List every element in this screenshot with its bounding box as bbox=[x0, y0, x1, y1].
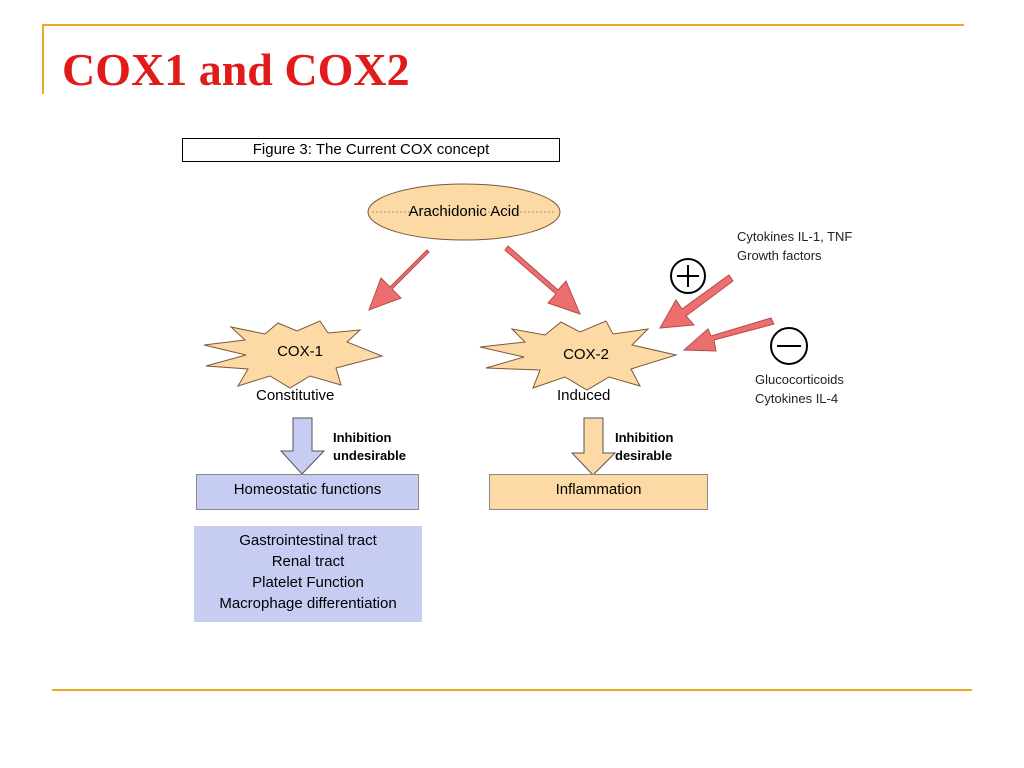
arrow-to-cox-2 bbox=[504, 245, 581, 315]
list-item: Macrophage differentiation bbox=[219, 595, 397, 612]
inducers-label: Cytokines IL-1, TNF Growth factors bbox=[737, 229, 853, 263]
cox-2-label: COX-2 bbox=[563, 346, 609, 363]
arachidonic-acid-label: Arachidonic Acid bbox=[408, 203, 520, 220]
homeostatic-functions-list: Gastrointestinal tract Renal tract Plate… bbox=[194, 526, 422, 622]
inflammation-box: Inflammation bbox=[489, 474, 708, 510]
plus-sign-icon bbox=[670, 258, 706, 294]
cox-1-node bbox=[203, 320, 384, 389]
cox-1-type: Constitutive bbox=[256, 387, 335, 404]
minus-sign-icon bbox=[770, 327, 808, 365]
list-item: Platelet Function bbox=[252, 574, 364, 591]
cox-2-inhibition-note: Inhibition desirable bbox=[615, 430, 674, 463]
cox-1-inhibition-note: Inhibition undesirable bbox=[333, 430, 406, 463]
cox-2-node bbox=[479, 320, 678, 391]
cox-2-type: Induced bbox=[557, 387, 611, 404]
suppressors-label: Glucocorticoids Cytokines IL-4 bbox=[755, 372, 844, 406]
bottom-accent-line bbox=[52, 689, 972, 691]
arrow-suppressors-to-cox-2 bbox=[682, 317, 775, 352]
top-accent-line bbox=[42, 24, 964, 26]
homeostatic-functions-box: Homeostatic functions bbox=[196, 474, 419, 510]
list-item: Renal tract bbox=[271, 553, 345, 570]
arrow-to-cox-1 bbox=[368, 249, 430, 311]
arrow-inducers-to-cox-2 bbox=[659, 274, 734, 329]
cox-1-inhibition-arrow bbox=[279, 417, 326, 475]
left-accent-line bbox=[42, 24, 44, 94]
list-item: Gastrointestinal tract bbox=[239, 532, 377, 549]
cox-2-inhibition-arrow bbox=[570, 417, 617, 476]
slide-title: COX1 and COX2 bbox=[62, 44, 410, 95]
cox-1-label: COX-1 bbox=[277, 343, 323, 360]
figure-caption: Figure 3: The Current COX concept bbox=[182, 138, 560, 162]
